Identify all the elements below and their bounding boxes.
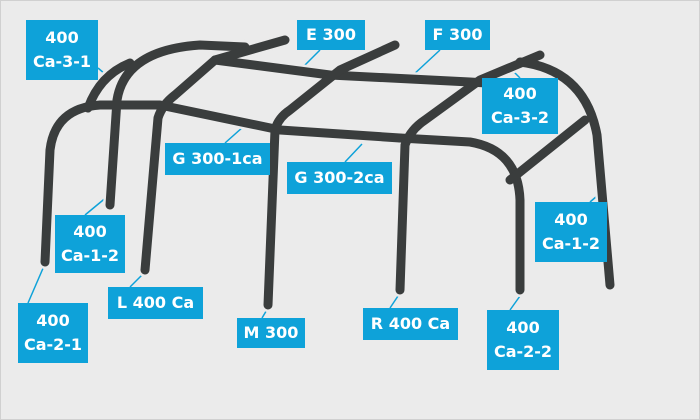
- leader-g300-1ca: [224, 126, 244, 144]
- label-r400ca: R 400 Ca: [363, 308, 458, 340]
- tube-ca-3-2: [505, 115, 590, 185]
- tube-ca-2-1-g300: [40, 100, 405, 267]
- label-line1: 400: [36, 311, 70, 330]
- leader-l400ca: [129, 273, 144, 288]
- leader-ca-2-1: [27, 265, 45, 304]
- label-line2: Ca-2-2: [493, 342, 553, 361]
- label-line1: 400: [503, 84, 537, 103]
- label-line1: 400: [45, 28, 79, 47]
- tube-ca-2-2: [395, 133, 525, 295]
- label-line1: 400: [554, 210, 588, 229]
- tube-r400ca: [395, 50, 545, 295]
- label-line2: Ca-2-1: [23, 335, 83, 354]
- label-line2: Ca-1-2: [60, 246, 120, 265]
- leader-f300: [411, 49, 441, 77]
- tube-ca-3-1: [105, 40, 250, 210]
- label-l400ca: L 400 Ca: [108, 287, 203, 319]
- label-line2: Ca-3-2: [490, 108, 550, 127]
- label-line1: 400: [73, 222, 107, 241]
- label-f300: F 300: [425, 20, 490, 50]
- label-g300-2ca: G 300-2ca: [287, 162, 392, 194]
- label-line2: Ca-3-1: [32, 52, 92, 71]
- label-line1: 400: [506, 318, 540, 337]
- tube-ca-1-2-right: [515, 57, 615, 290]
- label-line2: Ca-1-2: [541, 234, 601, 253]
- leader-ca-2-2: [509, 295, 521, 311]
- label-e300: E 300: [297, 20, 365, 50]
- tubes: [38, 33, 617, 312]
- leader-g300-2ca: [344, 143, 363, 163]
- label-g300-1ca: G 300-1ca: [165, 143, 270, 175]
- label-m300: M 300: [237, 318, 305, 348]
